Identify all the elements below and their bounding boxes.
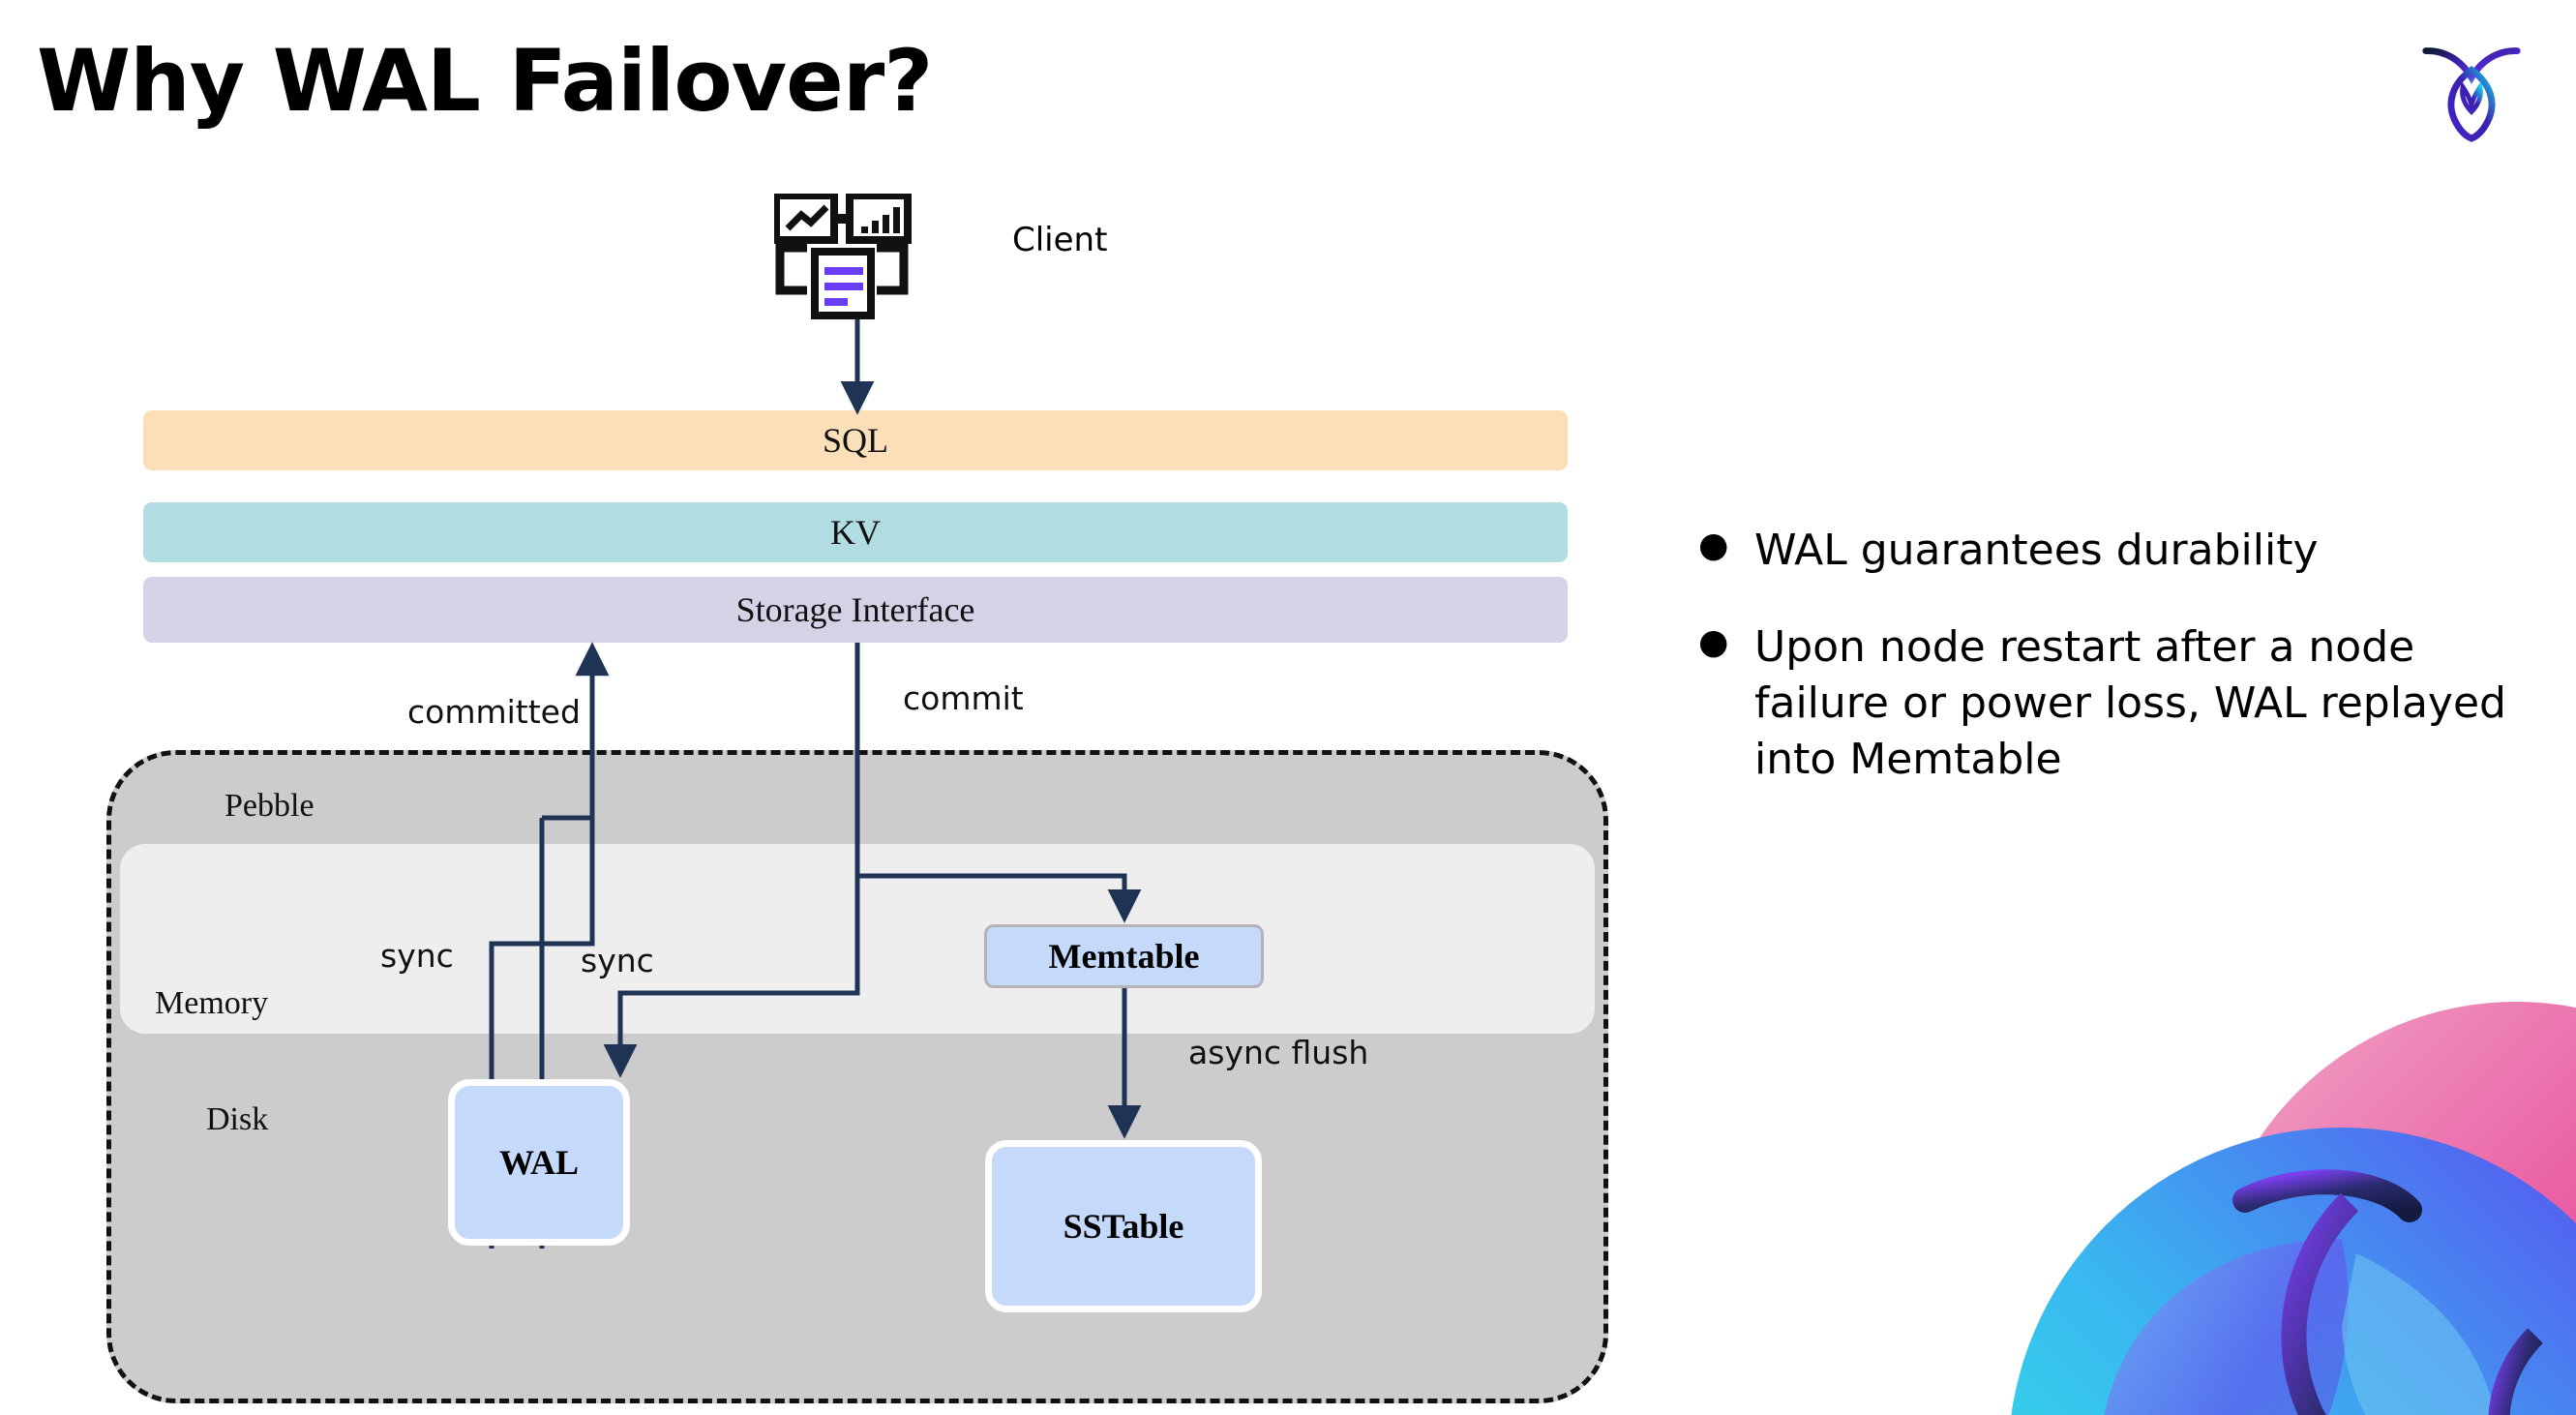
node-memtable: Memtable xyxy=(984,924,1264,988)
client-dashboard-icon xyxy=(772,192,929,319)
bullet-list: ● WAL guarantees durability ● Upon node … xyxy=(1698,523,2531,828)
edge-label-committed: committed xyxy=(407,693,581,731)
edge-label-sync-right: sync xyxy=(581,942,654,979)
layer-bar-storage-label: Storage Interface xyxy=(735,590,975,629)
node-sstable-label: SSTable xyxy=(1063,1207,1184,1246)
edge-label-commit: commit xyxy=(903,679,1024,717)
edge-label-async-flush: async flush xyxy=(1188,1034,1369,1071)
decorative-brand-artwork xyxy=(1955,919,2576,1415)
client-label: Client xyxy=(1012,221,1108,259)
bullet-text: WAL guarantees durability xyxy=(1754,526,2319,575)
pebble-label: Pebble xyxy=(225,788,315,824)
layer-bar-kv: KV xyxy=(143,502,1568,562)
layer-bar-sql: SQL xyxy=(143,410,1568,470)
memory-label: Memory xyxy=(155,985,269,1021)
list-item: ● WAL guarantees durability xyxy=(1698,523,2531,579)
bullet-marker-icon: ● xyxy=(1698,526,1729,565)
memory-region xyxy=(120,844,1595,1034)
node-wal-label: WAL xyxy=(498,1143,580,1182)
cockroachdb-logo xyxy=(2414,27,2529,143)
list-item: ● Upon node restart after a node failure… xyxy=(1698,619,2531,788)
disk-label: Disk xyxy=(206,1101,269,1137)
bullet-text: Upon node restart after a node failure o… xyxy=(1754,622,2506,785)
layer-bar-sql-label: SQL xyxy=(822,421,888,460)
node-memtable-label: Memtable xyxy=(1048,937,1200,976)
layer-bar-kv-label: KV xyxy=(830,513,881,552)
page-title: Why WAL Failover? xyxy=(37,31,933,131)
node-wal: WAL xyxy=(448,1079,630,1246)
layer-bar-storage-interface: Storage Interface xyxy=(143,577,1568,643)
bullet-marker-icon: ● xyxy=(1698,622,1729,663)
node-sstable: SSTable xyxy=(985,1140,1262,1312)
edge-label-sync-left: sync xyxy=(380,937,454,975)
